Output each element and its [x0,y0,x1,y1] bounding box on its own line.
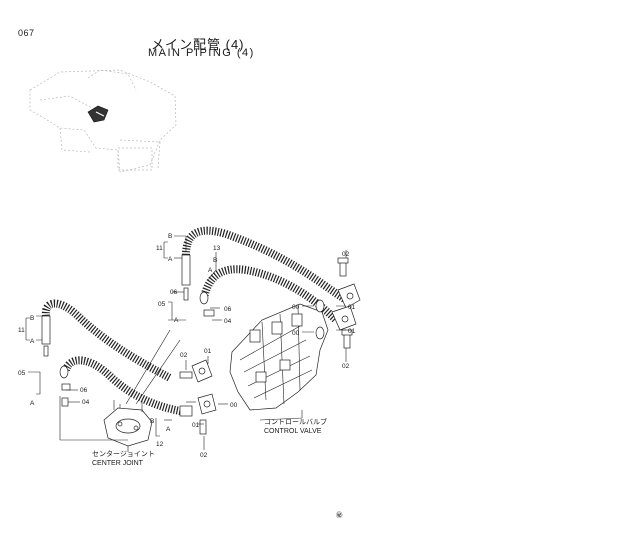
callout-01-a: 01 [348,304,356,311]
bolt-02-right [341,329,353,349]
callout-06-b: 06 [224,306,232,313]
callout-11-left: 11 [18,327,25,334]
callout-a-12: A [166,426,171,433]
fitting-hose-12-end [179,405,193,417]
callout-a-05b: A [30,400,35,407]
callout-05-b: 05 [18,370,26,377]
callout-a-left: A [30,338,35,345]
page-number: 067 [18,28,35,38]
flange-upper-right [331,283,361,331]
callout-a-top: A [168,256,173,263]
callout-05-a: 05 [158,301,166,308]
callout-00-b: 00 [292,330,300,337]
highlighted-piping-area [87,105,109,123]
fitting-13-end [199,291,215,317]
callout-01-b: 01 [348,328,356,335]
callout-04-b: 04 [82,399,90,406]
control-valve-label-english: CONTROL VALVE [264,428,322,435]
callout-02-middle: 02 [180,352,188,359]
callout-a-13: A [208,267,213,274]
callout-b-top: B [168,233,172,240]
callout-02-right: 02 [342,363,350,370]
footer-mark: ㊙ [336,511,343,519]
callout-00-a: 00 [292,304,300,311]
callout-13: 13 [213,245,221,252]
leader-lines [25,235,347,452]
callout-01-middle: 01 [204,348,212,355]
center-joint-label-english: CENTER JOINT [92,460,144,467]
callout-06-a: 06 [170,289,178,296]
seal-00-right [315,299,325,340]
callout-02-top-right: 02 [342,251,350,258]
hose-11-left [41,299,172,382]
callout-00-middle: 00 [230,402,238,409]
callout-02-bottom: 02 [200,452,208,459]
hose-13 [200,265,339,323]
center-joint-body [103,400,153,447]
callout-a-05a: A [174,317,179,324]
control-valve-body [229,303,329,411]
hose-12 [62,356,187,416]
callout-01-middle-2: 01 [192,422,200,429]
control-valve-label-japanese: コントロールバルブ [264,417,327,426]
callout-11-top: 11 [156,245,163,252]
callout-b-left: B [30,315,34,322]
page-title-japanese: メイン配管 (4) [151,37,245,52]
flange-middle [179,359,217,435]
center-joint-label-japanese: センタージョイント [92,449,155,458]
callout-04-a: 04 [224,318,232,325]
page-title-english: MAIN PIPING (4) [148,47,255,59]
fitting-upper-left [181,254,191,301]
fitting-left-upper [41,315,51,357]
bolt-02-top-right [337,257,349,277]
callout-12: 12 [156,441,164,448]
fitting-left-lower [59,365,71,407]
machine-location-thumbnail [29,69,177,173]
hose-11-upper [182,226,349,304]
callout-b-12: B [150,418,154,425]
callout-b-13: B [213,257,217,264]
callout-06-c: 06 [80,387,88,394]
